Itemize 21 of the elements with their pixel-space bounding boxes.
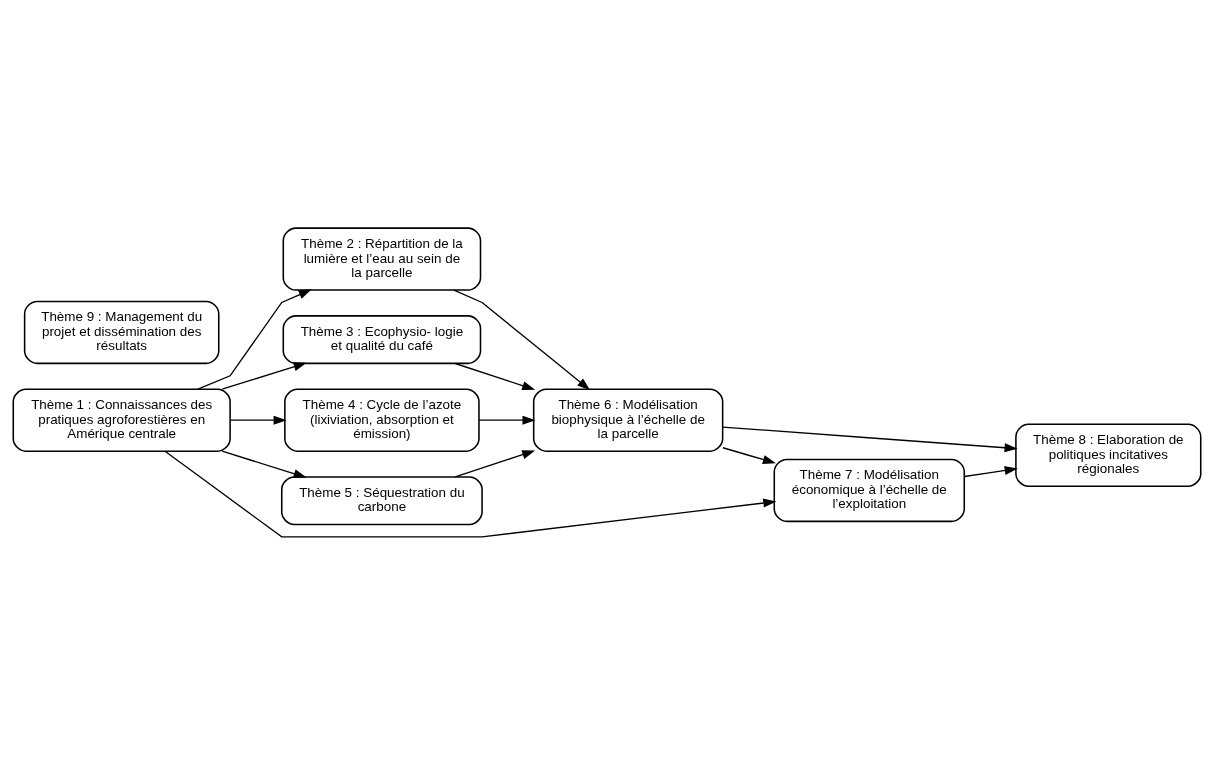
node-box: Thème 3 : Ecophysio- logie et qualité du café (282, 315, 482, 365)
node-box: Thème 5 : Séquestration du carbone (280, 476, 483, 526)
arrow (164, 450, 777, 538)
arrow (221, 362, 307, 390)
arrow (454, 450, 536, 478)
arrow (722, 447, 776, 464)
node-box: Thème 7 : Modélisation économique à l’échelle de l’exploitation (773, 458, 966, 523)
node-box: Thème 9 : Management du projet et dissémination des résultats (23, 300, 220, 365)
node-box: Thème 6 : Modélisation biophysique à l’échelle de la parcelle (532, 388, 724, 452)
arrow (963, 465, 1018, 478)
arrow (221, 450, 307, 479)
node-box: Thème 8 : Elaboration de politiques incitatives régionales (1015, 423, 1202, 488)
arrow (454, 362, 536, 391)
node-box: Thème 1 : Connaissances des pratiques agroforestières en Amérique centrale (12, 388, 231, 452)
arrow (453, 289, 591, 391)
arrow (197, 289, 312, 390)
node-box: Thème 2 : Répartition de la lumière et l’eau au sein de la parcelle (282, 227, 482, 291)
arrow (478, 415, 536, 425)
arrow (229, 415, 287, 425)
node-box: Thème 4 : Cycle de l’azote (lixiviation, absorption et émission) (284, 388, 480, 452)
arrow (722, 426, 1018, 453)
